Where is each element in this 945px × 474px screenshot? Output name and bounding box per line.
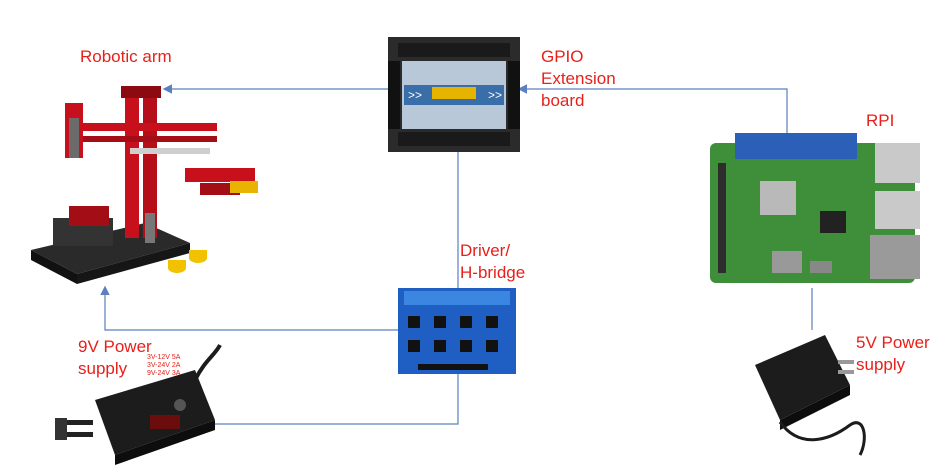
5v-label-line-2: supply — [856, 355, 906, 374]
9v-label-line-2: supply — [78, 359, 128, 378]
9v-power-supply-label: 9V Power supply — [78, 336, 152, 380]
9v-power-adapter-image — [55, 344, 222, 465]
5v-label-line-1: 5V Power — [856, 333, 930, 352]
h-bridge-driver-image — [398, 288, 516, 374]
gpio-label-line-3: board — [541, 91, 585, 110]
driver-h-bridge-label: Driver/ H-bridge — [460, 240, 525, 284]
driver-label-line-1: Driver/ — [460, 241, 511, 260]
rpi-label: RPI — [866, 111, 895, 130]
robotic-arm-image — [31, 86, 258, 284]
gpio-extension-board-image: >> >> — [388, 37, 520, 152]
5v-power-adapter-image — [755, 335, 866, 456]
svg-text:>>: >> — [408, 88, 422, 102]
gpio-extension-board-label: GPIO Extension board — [541, 46, 616, 112]
9v-to-driver-line — [215, 374, 459, 425]
9v-adapter-spec-text: 3V-12V 5A 3V-24V 2A 9V-24V 3A — [147, 354, 180, 378]
spec-line-1: 3V-12V 5A — [147, 354, 181, 361]
9v-label-line-1: 9V Power — [78, 337, 152, 356]
gpio-label-line-1: GPIO — [541, 47, 584, 66]
gpio-label-line-2: Extension — [541, 69, 616, 88]
spec-line-2: 3V-24V 2A — [147, 362, 181, 369]
driver-label-line-2: H-bridge — [460, 263, 526, 282]
robotic-arm-label: Robotic arm — [80, 47, 172, 66]
5v-power-supply-label: 5V Power supply — [856, 332, 930, 376]
spec-line-3: 9V-24V 3A — [147, 370, 181, 377]
svg-text:>>: >> — [488, 88, 502, 102]
driver-to-arm-line — [100, 285, 398, 331]
raspberry-pi-image — [710, 133, 920, 283]
